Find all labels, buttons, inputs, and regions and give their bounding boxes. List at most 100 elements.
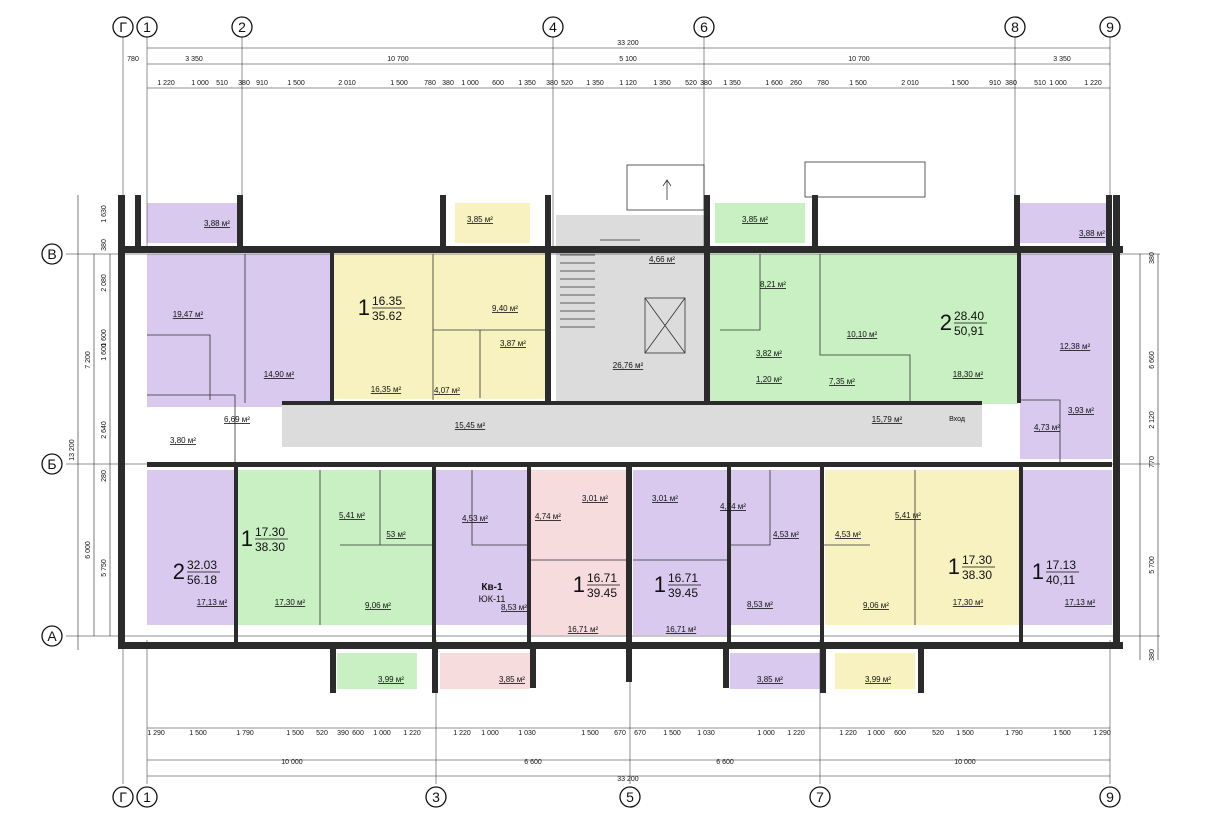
zone-apt-bottom-1 bbox=[147, 470, 235, 625]
axis-circle bbox=[112, 16, 134, 38]
apartment-total-area: 38.30 bbox=[255, 540, 285, 554]
partition-c bbox=[432, 254, 546, 400]
zone-balcony-top-left bbox=[147, 203, 237, 243]
dim-bottom-r1-5: 390 bbox=[337, 730, 349, 737]
axis-label: А bbox=[47, 628, 57, 644]
wall-v-1018 bbox=[1017, 253, 1021, 403]
dim-bottom-r1-13: 670 bbox=[614, 730, 626, 737]
apartment-rooms-count: 2 bbox=[173, 559, 185, 584]
dim-top-r3-2: 510 bbox=[216, 80, 228, 87]
room-area-label: 5,41 м² bbox=[339, 511, 365, 520]
dim-right-5: 770 bbox=[1149, 456, 1156, 468]
room-area-label: 4,74 м² bbox=[720, 502, 746, 511]
room-area-label: 8,53 м² bbox=[501, 603, 527, 612]
apartment-total-area: 50,91 bbox=[954, 324, 984, 338]
dim-right-2: 380 bbox=[1149, 252, 1156, 264]
room-area-label: 12,38 м² bbox=[1060, 342, 1091, 351]
apartment-living-area: 16.71 bbox=[587, 571, 617, 585]
zone-apt-bottom-5 bbox=[633, 470, 728, 635]
zone-balcony-top-yellow bbox=[455, 203, 530, 243]
zone-apt-bottom-3 bbox=[436, 470, 528, 625]
axis-circle bbox=[112, 786, 134, 808]
dim-right-4: 2 120 bbox=[1149, 411, 1156, 429]
wall-balc-b3 bbox=[530, 648, 536, 688]
zone-apt-top-left bbox=[147, 254, 330, 407]
apartment-living-area: 17.30 bbox=[255, 525, 285, 539]
elevator-cross bbox=[644, 297, 686, 354]
canopy-right bbox=[804, 161, 926, 198]
hatch-label: Вход bbox=[949, 416, 965, 423]
axis-label: В bbox=[47, 246, 56, 262]
apartment-total-area: 40,11 bbox=[1046, 573, 1075, 587]
dim-left-inner-5: 280 bbox=[101, 470, 108, 482]
dim-right-3: 380 bbox=[1149, 649, 1156, 661]
axis-circle bbox=[693, 16, 715, 38]
dim-left-inner-3: 2 640 bbox=[101, 421, 108, 439]
axis-circle bbox=[41, 243, 63, 265]
axis-label: Г bbox=[119, 789, 127, 805]
dim-bottom-r1-15: 1 500 bbox=[663, 730, 681, 737]
dim-top-r3-7: 1 500 bbox=[390, 80, 408, 87]
wall-corridor-bottom bbox=[147, 462, 1112, 467]
dim-top-r3-30: 1 000 bbox=[1049, 80, 1067, 87]
dim-bottom-r1-7: 1 000 bbox=[373, 730, 391, 737]
dim-bottom-r1-12: 1 500 bbox=[581, 730, 599, 737]
room-area-label: 4,73 м² bbox=[1034, 423, 1060, 432]
dim-top-r3-8: 780 bbox=[424, 80, 436, 87]
apartment-total-area: 56.18 bbox=[187, 573, 217, 587]
kv-label: Кв-1 ЮК-11 Вход bbox=[479, 416, 965, 604]
axis-circle bbox=[809, 786, 831, 808]
room-area-label: 4,53 м² bbox=[773, 530, 799, 539]
room-area-label: 9,40 м² bbox=[492, 304, 518, 313]
dim-top-r3-14: 520 bbox=[561, 80, 573, 87]
room-area-label: 3,93 м² bbox=[1068, 406, 1094, 415]
dim-top-r3-26: 1 500 bbox=[951, 80, 969, 87]
dim-top-r2-2: 10 700 bbox=[387, 56, 409, 63]
dim-top-r3-6: 2 010 bbox=[338, 80, 356, 87]
axis-marker-top-4: 4 bbox=[542, 16, 564, 38]
dim-left-inner-6: 1 630 bbox=[101, 205, 108, 223]
room-area-label: 3,85 м² bbox=[742, 215, 768, 224]
wall-balc-b4 bbox=[723, 648, 729, 688]
partitions bbox=[147, 161, 1061, 625]
dim-top-r3-28: 380 bbox=[1005, 80, 1017, 87]
apartment-living-area: 28.40 bbox=[954, 309, 984, 323]
axis-circle bbox=[41, 625, 63, 647]
room-area-label: 3,88 м² bbox=[1079, 229, 1105, 238]
axis-marker-top-8: 8 bbox=[1004, 16, 1026, 38]
axis-circle bbox=[231, 16, 253, 38]
room-area-label: 3,82 м² bbox=[756, 349, 782, 358]
apartment-total-area: 38.30 bbox=[962, 568, 992, 582]
dim-bottom-r1-21: 600 bbox=[894, 730, 906, 737]
room-area-label: 3,80 м² bbox=[170, 436, 196, 445]
dim-top-r3-12: 1 350 bbox=[518, 80, 536, 87]
dim-bottom-r1-25: 1 500 bbox=[1053, 730, 1071, 737]
room-area-label: 16,71 м² bbox=[666, 625, 697, 634]
apartment-rooms-count: 1 bbox=[1032, 559, 1044, 584]
kv-name: Кв-1 bbox=[481, 582, 503, 593]
zone-apt-bottom-4 bbox=[530, 470, 627, 635]
zone-balcony-b2 bbox=[440, 653, 530, 689]
dim-right-0: 6 660 bbox=[1149, 351, 1156, 369]
zone-balcony-b1 bbox=[337, 653, 417, 689]
dim-left-inner-7: 380 bbox=[101, 239, 108, 251]
axis-marker-bottom-5: 5 bbox=[619, 786, 641, 808]
dim-top-r3-5: 1 500 bbox=[287, 80, 305, 87]
dim-top-r3-15: 1 350 bbox=[586, 80, 604, 87]
dim-left-mid-0: 7 200 bbox=[85, 351, 92, 369]
dim-left-outer: 13 200 bbox=[69, 439, 76, 461]
dim-left-inner-1: 1 600 bbox=[101, 329, 108, 347]
room-area-label: 3,01 м² bbox=[652, 494, 678, 503]
dim-top-r3-10: 1 000 bbox=[461, 80, 479, 87]
zone-stair bbox=[556, 215, 704, 410]
zone-apt-bottom-6 bbox=[730, 470, 822, 625]
wall-balc-b2 bbox=[432, 648, 438, 693]
axis-marker-top-2: 2 bbox=[231, 16, 253, 38]
room-area-label: 3,01 м² bbox=[582, 494, 608, 503]
wall-balc-b6 bbox=[918, 648, 924, 693]
